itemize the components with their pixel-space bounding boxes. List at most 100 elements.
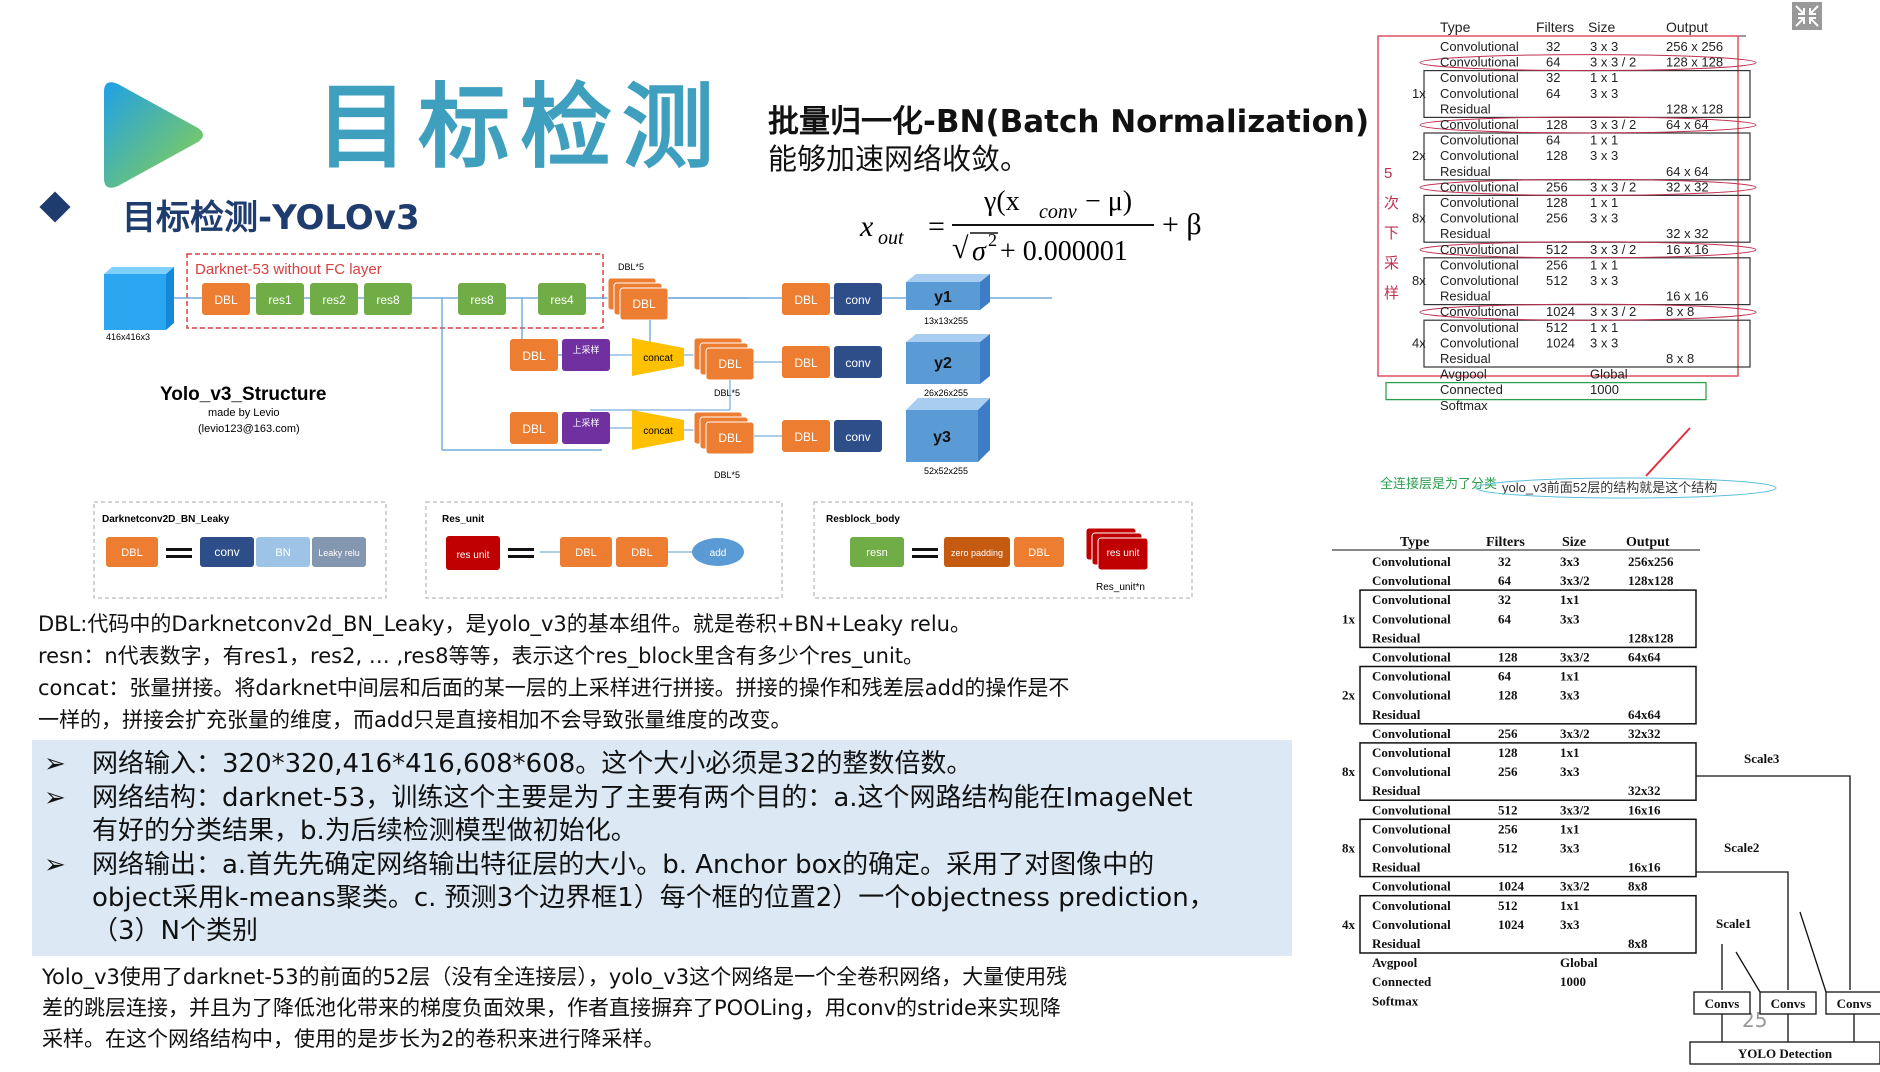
layer-type: Convolutional xyxy=(1372,611,1451,626)
output-cube-y1 xyxy=(906,274,990,310)
residual-group-box xyxy=(1359,894,1697,954)
repeat-count: 8x xyxy=(1342,841,1356,856)
highlight-box xyxy=(1377,35,1739,377)
dbl5-stack-label: DBL xyxy=(632,297,656,311)
layer-filters: 512 xyxy=(1546,320,1568,335)
layer-output: 64 x 64 xyxy=(1666,164,1709,179)
formula-lhs-sub: out xyxy=(878,227,904,249)
layer-filters: 64 xyxy=(1498,611,1512,626)
legend-item: zero padding xyxy=(951,548,1003,558)
convs-label: Convs xyxy=(1837,996,1872,1011)
arrow-bullet-icon: ➢ xyxy=(44,850,66,880)
detection-box xyxy=(1689,1041,1880,1065)
output-size: 52x52x255 xyxy=(924,466,968,476)
layer-size: Global xyxy=(1560,955,1598,970)
layer-size: 3 x 3 xyxy=(1590,148,1618,163)
backbone-block-0 xyxy=(202,283,250,315)
layer-filters: 64 xyxy=(1498,669,1512,684)
backbone-label: res4 xyxy=(550,293,574,307)
scale3-line xyxy=(1696,775,1851,990)
bn-title: 批量归一化-BN(Batch Normalization) xyxy=(768,104,1370,140)
layer-type: Convolutional xyxy=(1440,335,1519,350)
repeat-count: 4x xyxy=(1342,917,1356,932)
layer-filters: 512 xyxy=(1498,841,1518,856)
layer-output: 256x256 xyxy=(1628,554,1674,569)
bn-subtitle: 能够加速网络收敛。 xyxy=(768,142,1030,176)
legend-item: DBL xyxy=(121,547,142,559)
layer-filters: 128 xyxy=(1546,195,1568,210)
layer-type: Softmax xyxy=(1372,993,1419,1008)
bullet-text: 有好的分类结果，b.为后续检测模型做初始化。 xyxy=(92,816,637,846)
layer-filters: 64 xyxy=(1546,86,1560,101)
legend-resblock xyxy=(813,501,1193,599)
output-name: y3 xyxy=(933,429,951,446)
layer-type: Convolutional xyxy=(1440,273,1519,288)
footer-line: 差的跳层连接，并且为了降低池化带来的梯度负面效果，作者直接摒弃了POOLing，… xyxy=(42,996,1061,1020)
dbl-label: DBL xyxy=(718,357,742,371)
legend-title: Darknetconv2D_BN_Leaky xyxy=(102,514,230,525)
layer-size: 1x1 xyxy=(1560,669,1580,684)
layer-size: 3x3 xyxy=(1560,917,1580,932)
exit-fullscreen-icon[interactable] xyxy=(1792,2,1822,30)
dbl-y2 xyxy=(782,346,830,378)
layer-filters: 1024 xyxy=(1498,917,1525,932)
layer-type: Convolutional xyxy=(1440,179,1519,194)
layer-filters: 256 xyxy=(1546,211,1568,226)
conv-label: conv xyxy=(845,356,870,370)
table-header: Filters xyxy=(1536,19,1574,35)
dbl-label: DBL xyxy=(718,431,742,445)
layer-output: 8x8 xyxy=(1628,936,1648,951)
dbl-y1 xyxy=(782,283,830,315)
layer-output: 16 x 16 xyxy=(1666,289,1709,304)
bullet-text: object采用k-means聚类。c. 预测3个边界框1）每个框的位置2）一个… xyxy=(92,883,1215,913)
layer-type: Convolutional xyxy=(1372,688,1451,703)
layer-size: 1000 xyxy=(1560,974,1586,989)
layer-filters: 256 xyxy=(1498,764,1518,779)
layer-output: 32x32 xyxy=(1628,726,1661,741)
side-note-char: 下 xyxy=(1384,225,1399,242)
layer-type: Residual xyxy=(1440,101,1491,116)
output-cube-y2 xyxy=(906,334,990,384)
layer-size: 3 x 3 / 2 xyxy=(1590,242,1636,257)
layer-filters: 1024 xyxy=(1546,304,1575,319)
repeat-count: 8x xyxy=(1412,211,1426,226)
dbl5-label: DBL*5 xyxy=(618,262,644,272)
layer-filters: 512 xyxy=(1546,273,1568,288)
struct-note: yolo_v3前面52层的结构就是这个结构 xyxy=(1502,480,1717,495)
layer-type: Convolutional xyxy=(1372,821,1451,836)
layer-type: Convolutional xyxy=(1372,917,1451,932)
layer-filters: 64 xyxy=(1546,133,1560,148)
bullet-text: 网络输出：a.首先先确定网络输出特征层的大小。b. Anchor box的确定。… xyxy=(92,850,1155,880)
author-email: (levio123@163.com) xyxy=(198,423,300,435)
backbone-label: res8 xyxy=(470,293,494,307)
layer-type: Convolutional xyxy=(1372,841,1451,856)
dbl-label: DBL xyxy=(794,430,818,444)
description-line: 一样的，拼接会扩充张量的维度，而add只是直接相加不会导致张量维度的改变。 xyxy=(38,708,792,732)
legend-title: Res_unit xyxy=(442,514,485,525)
layer-size: 3 x 3 / 2 xyxy=(1590,117,1636,132)
layer-type: Convolutional xyxy=(1440,211,1519,226)
layer-filters: 32 xyxy=(1546,39,1560,54)
layer-type: Convolutional xyxy=(1372,573,1451,588)
legend-res-unit xyxy=(425,501,783,599)
table-header: Filters xyxy=(1486,535,1525,550)
layer-type: Convolutional xyxy=(1440,55,1519,70)
layer-size: 3x3/2 xyxy=(1560,726,1590,741)
table-header: Size xyxy=(1588,19,1615,35)
layer-size: 3 x 3 / 2 xyxy=(1590,179,1636,194)
downsample-ellipse xyxy=(1419,178,1757,196)
formula-den-tail: + 0.000001 xyxy=(1000,236,1128,267)
input-cube xyxy=(104,267,174,330)
layer-size: 3 x 3 xyxy=(1590,273,1618,288)
layer-size: 3 x 3 xyxy=(1590,211,1618,226)
downsample-ellipse xyxy=(1419,54,1757,72)
downsample-ellipse xyxy=(1419,241,1757,259)
dbl-label: DBL xyxy=(522,349,546,363)
layer-size: 3 x 3 xyxy=(1590,39,1618,54)
layer-output: 256 x 256 xyxy=(1666,39,1723,54)
description-line: resn：n代表数字，有res1，res2, … ,res8等等，表示这个res… xyxy=(38,644,925,668)
dbl-row3 xyxy=(510,412,558,444)
cross-line xyxy=(1735,951,1761,993)
side-note-char: 采 xyxy=(1384,255,1399,272)
legend-title: Resblock_body xyxy=(826,514,900,525)
